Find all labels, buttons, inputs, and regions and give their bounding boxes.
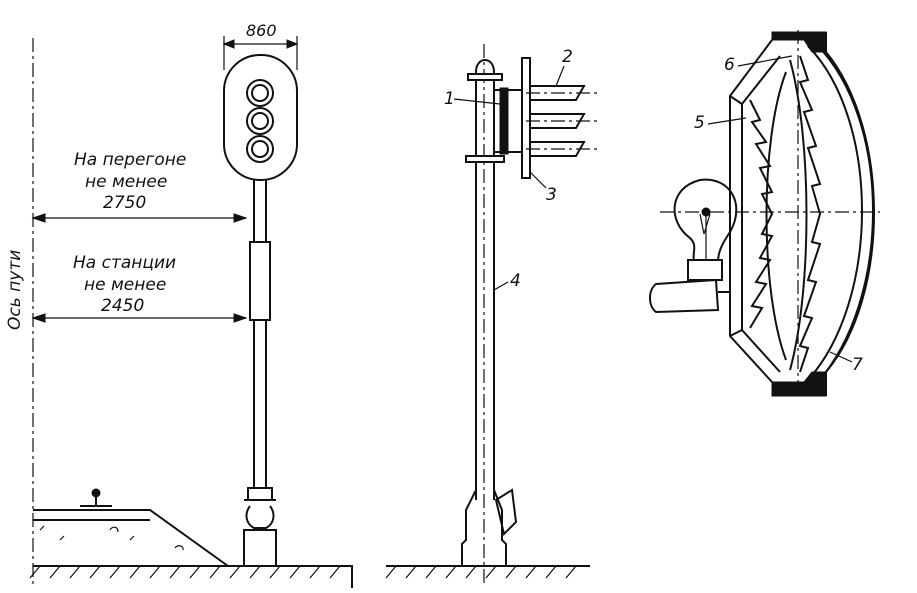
signal-visors [526, 85, 600, 157]
callout-4: 4 [510, 271, 521, 291]
lens-housing [729, 31, 827, 397]
station-clearance-line1: На станции [73, 253, 176, 273]
cover-glass [807, 43, 875, 385]
callout-2: 2 [562, 47, 573, 67]
figure-signal-clearance: Ось пути 860 На перегоне [5, 21, 353, 588]
mast-base [385, 488, 590, 579]
signal-mast [243, 180, 277, 567]
signal-lamp-bottom [246, 135, 274, 163]
callout-7: 7 [852, 355, 863, 375]
haul-clearance-line1: На перегоне [74, 150, 186, 170]
callout-3: 3 [546, 185, 557, 205]
fresnel-lens-inner [749, 71, 787, 361]
mast-cap [475, 59, 495, 73]
signal-lamp-middle [246, 107, 274, 135]
haul-clearance-value: 2750 [103, 193, 146, 213]
haul-clearance-line2: не менее [85, 172, 167, 192]
station-clearance-value: 2450 [101, 296, 144, 316]
signal-head [223, 54, 298, 181]
station-clearance-line2: не менее [84, 275, 166, 295]
rail-and-ballast [29, 488, 353, 588]
width-dimension-label: 860 [246, 21, 277, 40]
figure-lens-section: 6 5 7 [649, 30, 880, 398]
callout-5: 5 [694, 113, 705, 133]
fresnel-lens-outer [789, 55, 822, 373]
signal-lamp-top [246, 79, 274, 107]
callout-6: 6 [724, 55, 735, 75]
lamp-socket [649, 259, 730, 314]
figure-mast-side: 1 2 3 4 [385, 44, 600, 585]
lamp-bulb [673, 178, 738, 263]
callout-1: 1 [444, 89, 455, 109]
track-axis-label: Ось пути [5, 250, 25, 330]
